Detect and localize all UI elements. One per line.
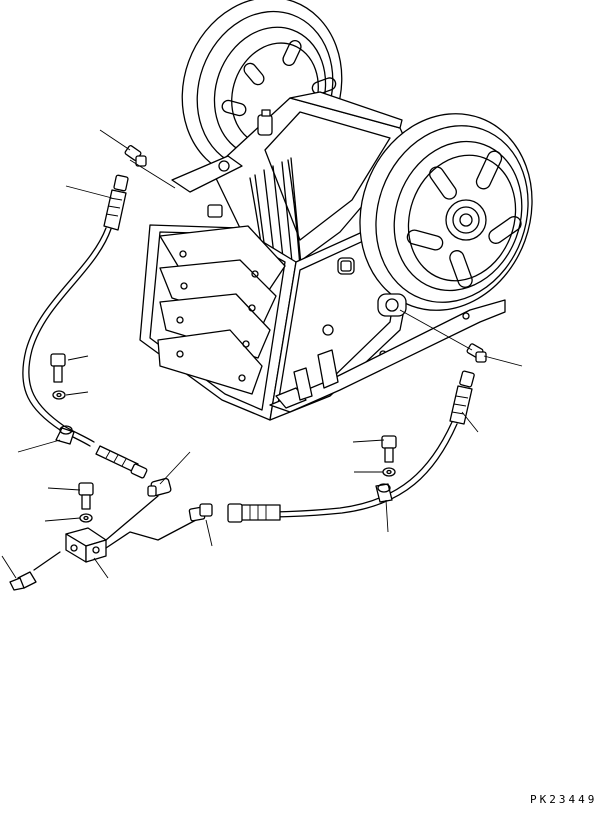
grease-nipple (9, 571, 37, 591)
grease-block-assembly (9, 477, 213, 591)
leader-lines (1, 129, 523, 579)
bolt (78, 482, 94, 510)
hose-fitting-top (449, 370, 475, 425)
elbow-fitting (188, 503, 213, 522)
grease-block (65, 527, 107, 563)
drawing-code: PK23449 (530, 793, 598, 806)
bolt (381, 435, 397, 463)
grease-line-left (22, 145, 148, 479)
jaw-crusher-body (139, 91, 506, 421)
clamp (375, 483, 393, 503)
elbow-fitting (466, 343, 487, 363)
washer (52, 390, 66, 400)
bolt (50, 353, 66, 383)
elbow-fitting (147, 477, 172, 497)
hose-fitting-lower (95, 445, 148, 479)
hose-fitting-end (227, 503, 281, 523)
washer (382, 467, 396, 477)
grease-line-right (227, 343, 487, 523)
hose-fitting-top (103, 174, 129, 231)
washer (79, 513, 93, 523)
clamp (55, 425, 75, 445)
flywheel-right (359, 113, 533, 317)
